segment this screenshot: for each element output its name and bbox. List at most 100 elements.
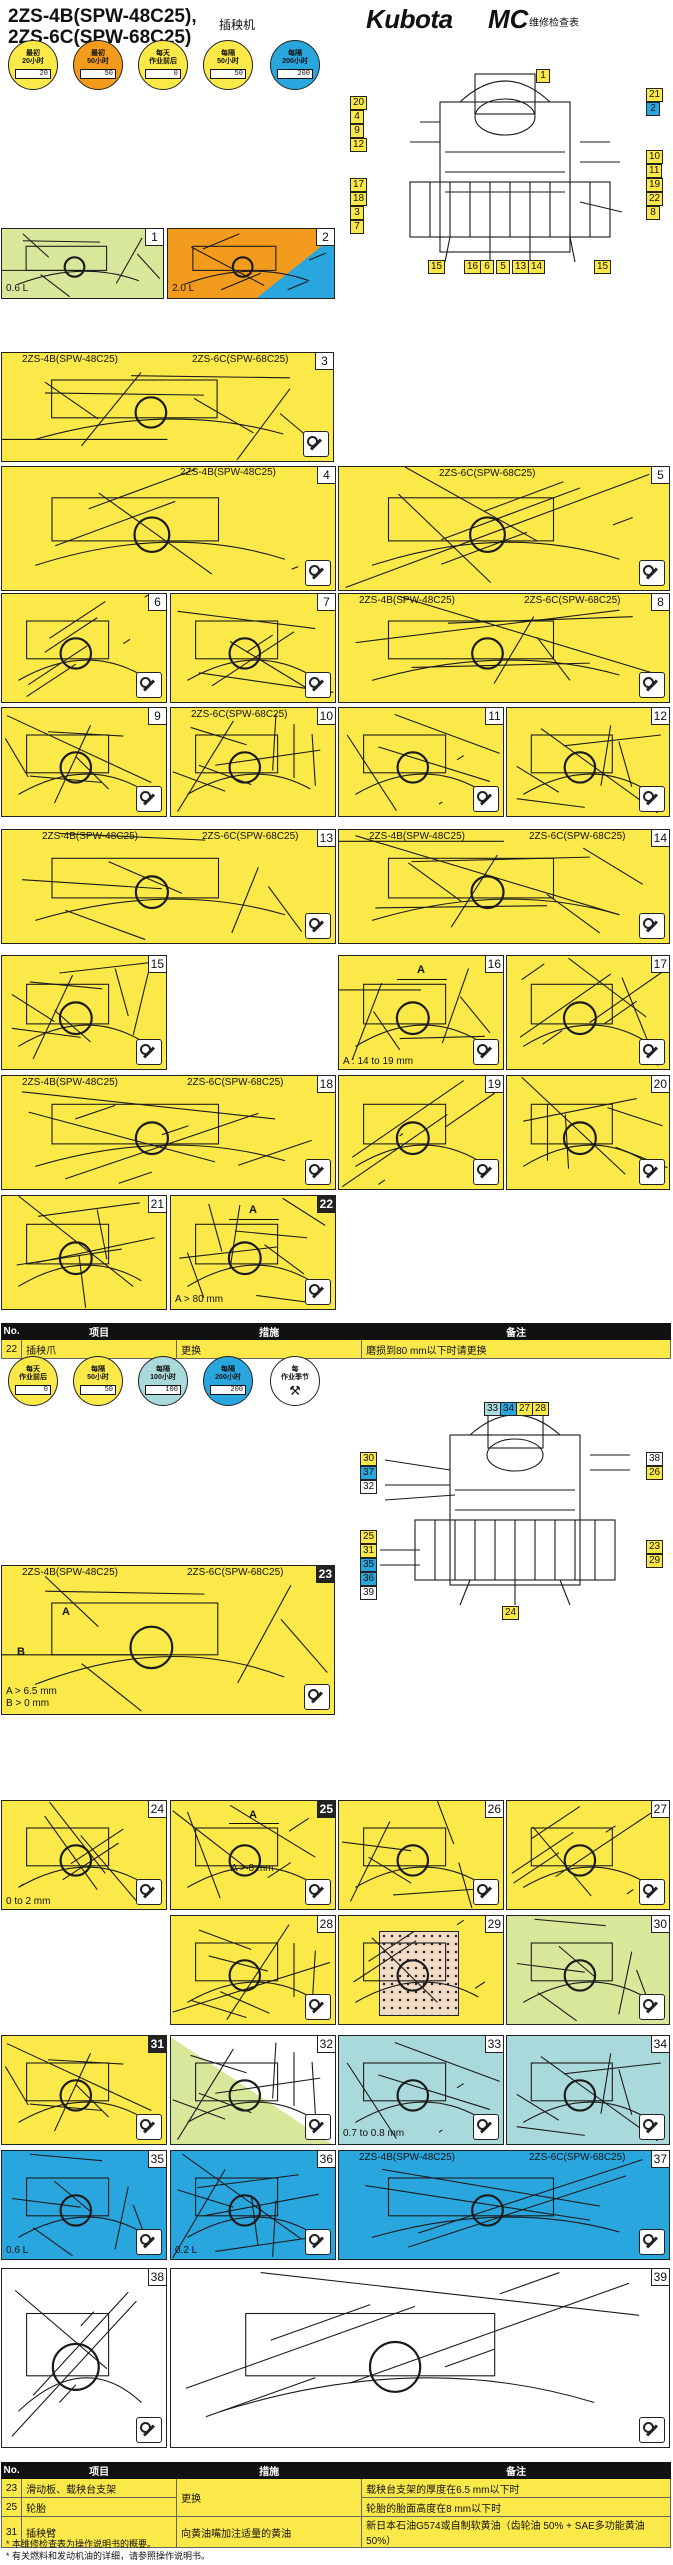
panel-number: 16 bbox=[484, 956, 503, 973]
diagram-callout-14: 14 bbox=[528, 260, 546, 274]
diagram-callout-21: 21 bbox=[646, 88, 664, 102]
brand-subtitle: 维修检查表 bbox=[529, 18, 579, 29]
badge-line-2: 100小时 bbox=[150, 1374, 176, 1381]
cell-note: 新日本石油G574或自制软黄油（齿轮油 50% + SAE多功能黄油 50%） bbox=[361, 2516, 671, 2548]
spec-label: 2.0 L bbox=[172, 283, 195, 294]
maintenance-panel-14: 2ZS-4B(SPW-48C25)2ZS-6C(SPW-68C25)14 bbox=[338, 829, 670, 944]
part-drawing-icon bbox=[185, 2272, 640, 2418]
diagram-callout-39: 39 bbox=[360, 1586, 378, 1600]
cell-action: 更换 bbox=[176, 1339, 363, 1359]
diagram-callout-2: 2 bbox=[646, 102, 660, 116]
wrench-icon bbox=[473, 1879, 499, 1905]
table-row: 31 插秧臂 向黄油嘴加注适量的黄油 新日本石油G574或自制软黄油（齿轮油 5… bbox=[0, 2516, 671, 2548]
cell-item: 轮胎 bbox=[21, 2497, 178, 2517]
panel-number: 11 bbox=[485, 708, 503, 725]
part-drawing-icon bbox=[355, 595, 656, 684]
col-item: 项目 bbox=[21, 2462, 178, 2479]
diagram-callout-7: 7 bbox=[350, 220, 364, 234]
diagram-callout-27: 27 bbox=[516, 1402, 534, 1416]
hour-meter-icon: 50 bbox=[210, 69, 246, 79]
variant-label: 2ZS-6C(SPW-68C25) bbox=[187, 1077, 284, 1088]
diagram-callout-8: 8 bbox=[646, 206, 660, 220]
wrench-icon bbox=[305, 1159, 331, 1185]
diagram-callout-13: 13 bbox=[512, 260, 530, 274]
maintenance-panel-32: 32 bbox=[170, 2035, 336, 2145]
diagram-callout-35: 35 bbox=[360, 1558, 378, 1572]
variant-label: 2ZS-4B(SPW-48C25) bbox=[369, 831, 465, 842]
badge-line-2: 200小时 bbox=[282, 58, 308, 65]
panel-number: 15 bbox=[147, 956, 166, 973]
cell-note: 磨损到80 mm以下时请更换 bbox=[361, 1339, 671, 1359]
part-drawing-icon bbox=[172, 1924, 331, 2020]
diagram-callout-1: 1 bbox=[536, 69, 550, 83]
table-row: 23 滑动板、载秧台支架 更换 载秧台支架的厚度在6.5 mm以下时 bbox=[0, 2478, 671, 2517]
variant-label: 2ZS-6C(SPW-68C25) bbox=[529, 831, 626, 842]
diagram-callout-9: 9 bbox=[350, 124, 364, 138]
diagram-callout-28: 28 bbox=[532, 1402, 550, 1416]
cell-no: 31 bbox=[0, 2516, 23, 2548]
badge-line-2: 20小时 bbox=[22, 58, 44, 65]
diagram-callout-26: 26 bbox=[646, 1466, 664, 1480]
part-drawing-icon bbox=[346, 713, 500, 811]
wrench-icon bbox=[305, 1879, 331, 1905]
diagram-callout-22: 22 bbox=[646, 192, 664, 206]
part-drawing-icon bbox=[519, 957, 665, 1066]
panel-number: 35 bbox=[147, 2151, 166, 2168]
wrench-icon bbox=[136, 672, 162, 698]
wrench-icon bbox=[639, 672, 665, 698]
wrench-icon: ⚒ bbox=[289, 1383, 301, 1398]
spec-label: A > 8 mm bbox=[231, 1863, 274, 1874]
maintenance-panel-6: 6 bbox=[1, 593, 167, 703]
wrench-icon bbox=[305, 1994, 331, 2020]
diagram-callout-15: 15 bbox=[594, 260, 612, 274]
maintenance-panel-11: 11 bbox=[338, 707, 504, 817]
badge-line-2: 作业前后 bbox=[19, 1374, 47, 1381]
diagram-callout-20: 20 bbox=[350, 96, 368, 110]
col-action: 措施 bbox=[176, 1323, 363, 1340]
cell-no: 22 bbox=[0, 1339, 23, 1359]
panel-number: 5 bbox=[651, 467, 669, 484]
maintenance-panel-8: 2ZS-4B(SPW-48C25)2ZS-6C(SPW-68C25)8 bbox=[338, 593, 670, 703]
diagram-callout-5: 5 bbox=[496, 260, 510, 274]
variant-label: 2ZS-6C(SPW-68C25) bbox=[191, 709, 288, 720]
panel-number: 39 bbox=[650, 2269, 669, 2286]
wrench-icon bbox=[305, 2114, 331, 2140]
wrench-icon bbox=[639, 1994, 665, 2020]
diagram-callout-19: 19 bbox=[646, 178, 664, 192]
part-drawing-icon bbox=[18, 1801, 142, 1906]
panel-number: 8 bbox=[651, 594, 669, 611]
part-drawing-icon bbox=[4, 2043, 152, 2132]
diagram-callout-38: 38 bbox=[646, 1452, 664, 1466]
diagram-callout-23: 23 bbox=[646, 1540, 664, 1554]
part-drawing-icon bbox=[179, 1197, 326, 1306]
wrench-icon bbox=[639, 1879, 665, 1905]
hour-meter-icon: 100 bbox=[145, 1385, 181, 1395]
panel-number: 30 bbox=[650, 1916, 669, 1933]
brand-mc-logo: MC bbox=[488, 4, 529, 34]
panel-number: 28 bbox=[316, 1916, 335, 1933]
wrench-icon bbox=[639, 2229, 665, 2255]
part-drawing-icon bbox=[341, 1080, 496, 1188]
table-row: 25 轮胎 轮胎的胎面高度在8 mm以下时 bbox=[0, 2497, 671, 2517]
part-drawing-icon bbox=[21, 1091, 312, 1184]
part-drawing-icon bbox=[172, 1804, 316, 1899]
spec-label: A > 80 mm bbox=[175, 1294, 224, 1305]
spec-label: B > 0 mm bbox=[6, 1698, 50, 1709]
footnotes: * 本维修检查表为操作说明书的概要。 * 有关燃料和发动机油的详细，请参照操作说… bbox=[6, 2538, 210, 2562]
badge-line-1: 每隔 bbox=[156, 1366, 170, 1373]
variant-label: 2ZS-6C(SPW-68C25) bbox=[202, 831, 299, 842]
wrench-icon bbox=[136, 2417, 162, 2443]
part-drawing-icon bbox=[2, 1575, 328, 1712]
maintenance-panel-4: 4 bbox=[1, 466, 336, 591]
cell-note: 轮胎的胎面高度在8 mm以下时 bbox=[361, 2497, 671, 2517]
panel-number: 20 bbox=[650, 1076, 669, 1093]
panel-number: 1 bbox=[145, 229, 163, 246]
diagram-callout-31: 31 bbox=[360, 1544, 378, 1558]
variant-label: 2ZS-6C(SPW-68C25) bbox=[439, 468, 536, 479]
variant-label: 2ZS-4B(SPW-48C25) bbox=[22, 354, 118, 365]
